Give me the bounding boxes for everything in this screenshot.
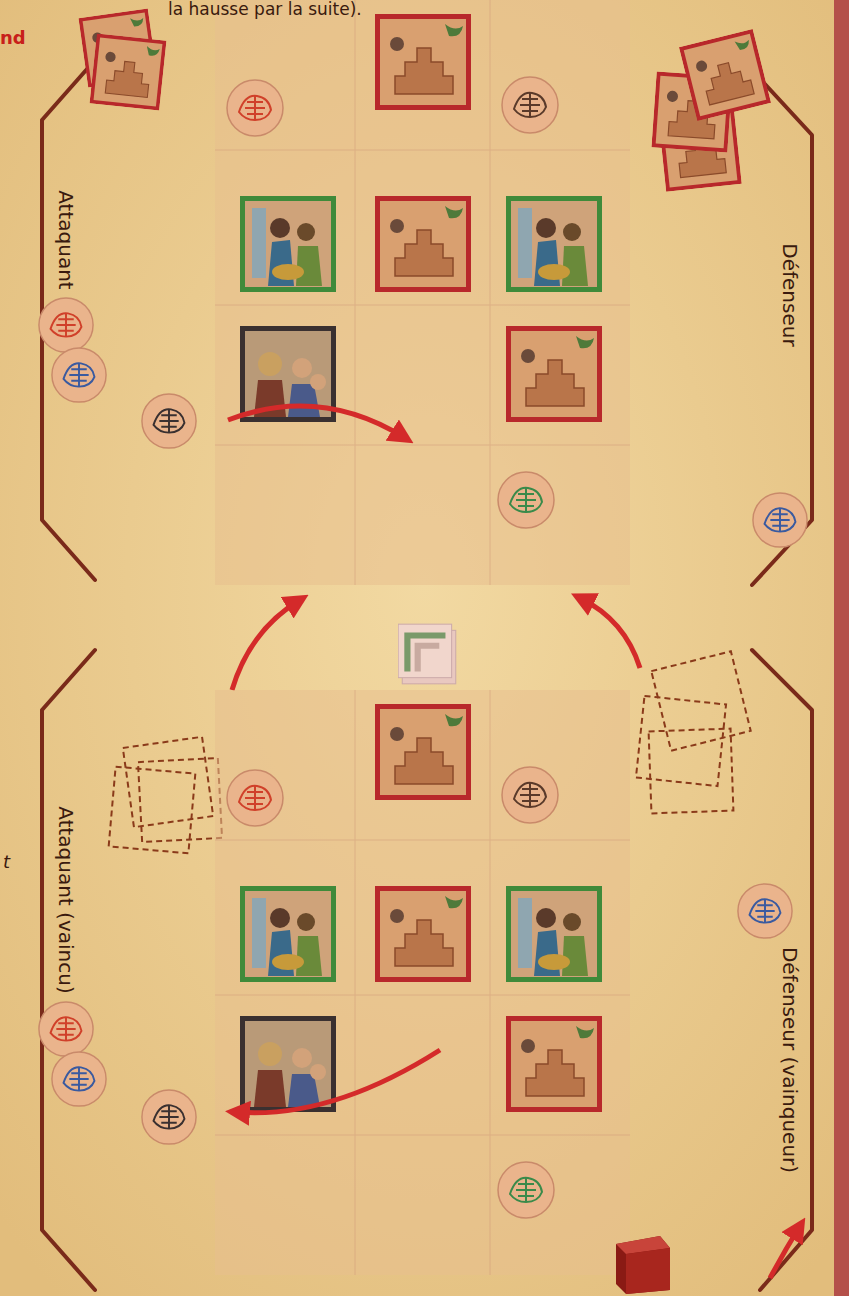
heading-fragment: nd (0, 28, 26, 48)
body-text: la hausse par la suite). (168, 0, 362, 19)
player-label: Attaquant (55, 190, 77, 289)
player-label: Défenseur (vainqueur) (779, 947, 801, 1173)
text-fragment: t (3, 852, 10, 872)
player-label: Défenseur (779, 243, 801, 346)
player-label: Attaquant (vaincu) (55, 806, 77, 993)
